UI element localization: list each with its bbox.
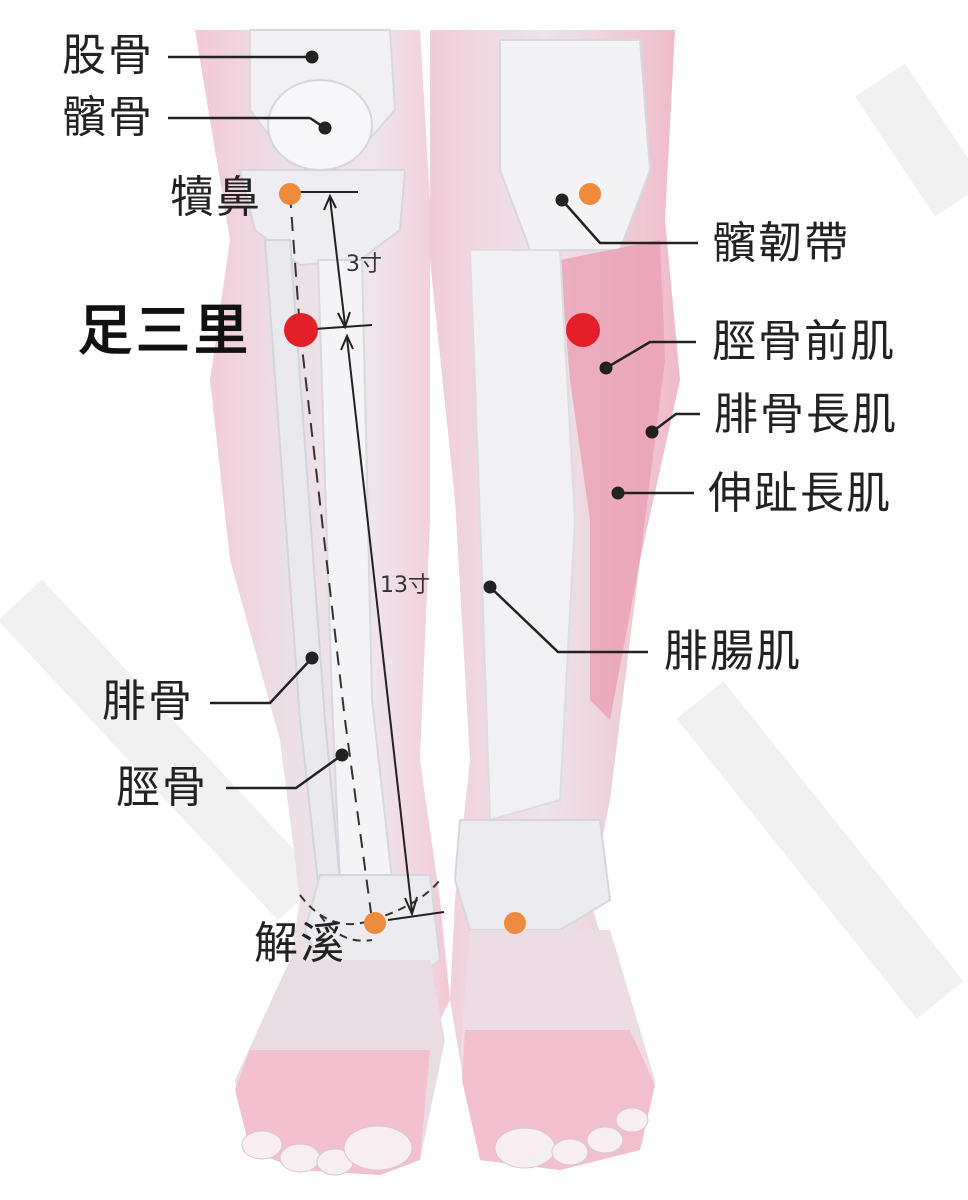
right-leg (430, 30, 680, 1170)
label-patellar-ligament: 髕韌帶 (712, 218, 850, 269)
meridian-guide (289, 193, 441, 942)
label-femur: 股骨 (62, 30, 154, 81)
jiexi-point-right (504, 912, 526, 934)
patellar-ligament-dot (555, 193, 569, 207)
measure-3-cun: 3寸 (346, 252, 382, 277)
gastrocnemius-dot (483, 580, 497, 594)
tibia-dot (335, 748, 349, 762)
label-jiexi: 解溪 (254, 918, 346, 969)
label-zusanli: 足三里 (78, 299, 252, 362)
tibialis-anterior-dot (599, 361, 613, 375)
watermark (0, 63, 968, 1019)
label-patella: 髕骨 (62, 92, 154, 143)
zusanli-point (284, 313, 318, 347)
fibula-dot (305, 651, 319, 665)
peroneus-longus-dot (645, 425, 659, 439)
label-peroneus-longus: 腓骨長肌 (714, 389, 898, 440)
label-tibialis-anterior: 脛骨前肌 (712, 316, 896, 367)
jiexi-point (364, 912, 386, 934)
label-gastrocnemius: 腓腸肌 (664, 626, 802, 677)
zusanli-point-right (566, 313, 600, 347)
patella-dot (318, 121, 332, 135)
femur-dot (305, 50, 319, 64)
dubi-point (279, 183, 301, 205)
extensor-digitorum-longus-dot (611, 486, 625, 500)
label-fibula: 腓骨 (102, 676, 194, 727)
label-tibia: 脛骨 (116, 762, 208, 813)
left-leg (195, 29, 450, 1176)
measure-13-cun: 13寸 (380, 573, 430, 598)
label-dubi: 犢鼻 (170, 172, 262, 223)
acupoints (279, 183, 601, 934)
leader-lines (168, 55, 700, 790)
dubi-point-right (579, 183, 601, 205)
leader-dots (305, 50, 659, 762)
label-extensor-digitorum-longus: 伸趾長肌 (708, 468, 892, 519)
